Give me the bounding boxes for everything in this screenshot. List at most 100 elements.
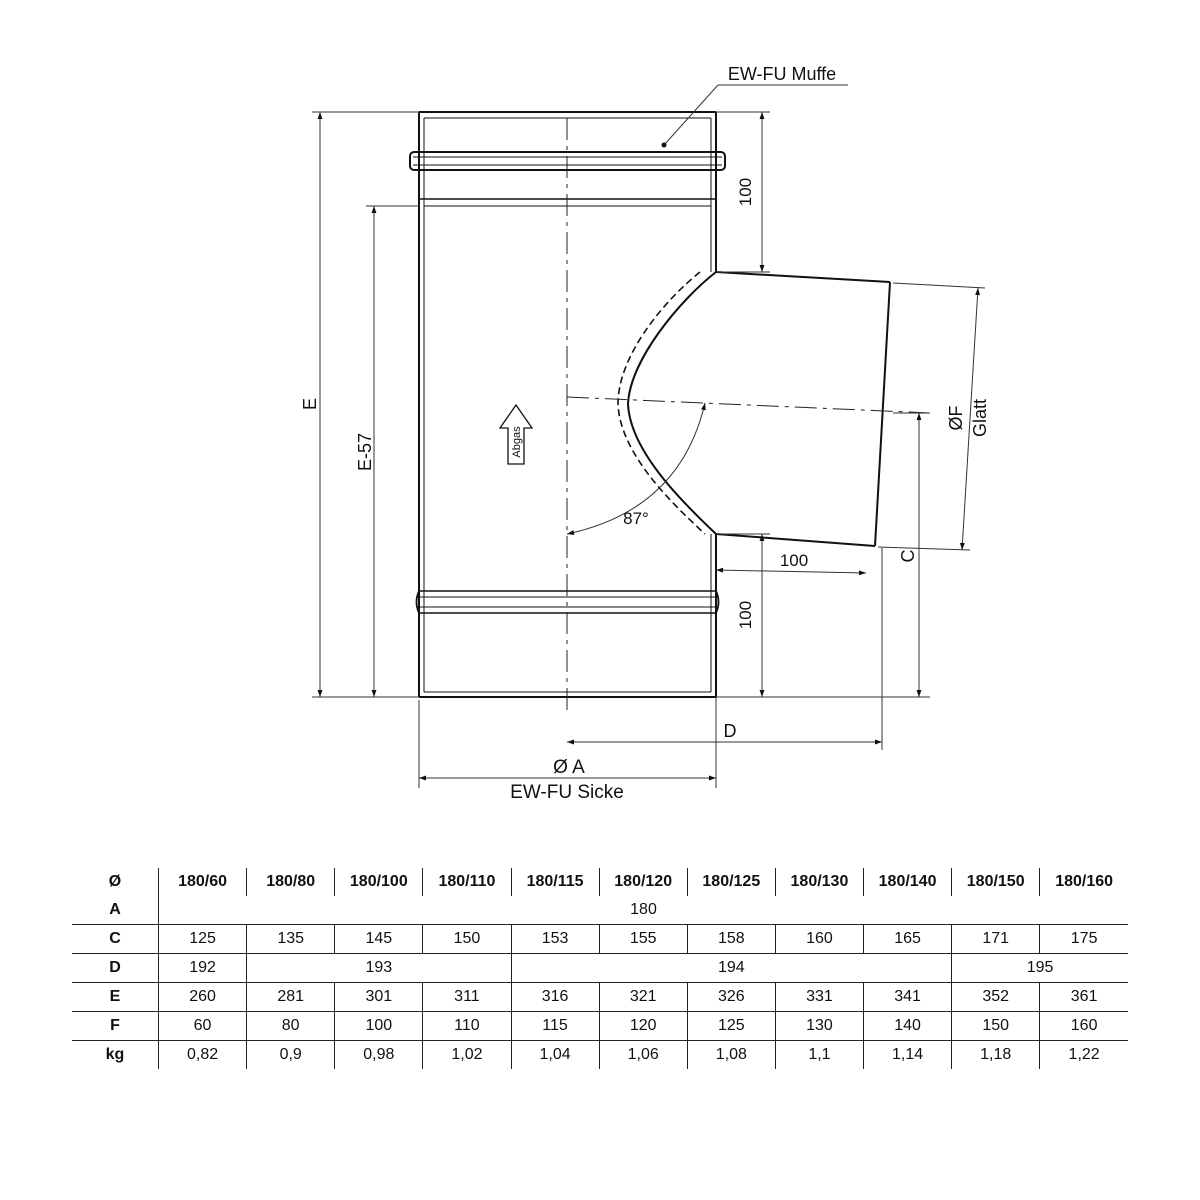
branch-axis-centerline (566, 396, 931, 414)
dimension-100-horizontal (715, 567, 867, 576)
table-cell: 1,22 (1039, 1040, 1128, 1069)
dimension-e (312, 111, 419, 698)
table-cell: 125 (157, 924, 247, 954)
dim-a-label: Ø A (553, 757, 585, 778)
table-header-cell: 180/80 (246, 868, 335, 896)
flow-label: Abgas (511, 426, 523, 458)
dim-d-label: D (724, 721, 737, 741)
table-header-cell: 180/115 (510, 868, 600, 896)
table-cell: 100 (334, 1011, 423, 1041)
table-cell: 331 (774, 982, 864, 1012)
table-cell: 316 (510, 982, 600, 1012)
table-cell: 80 (246, 1011, 335, 1041)
row-label: D (72, 953, 159, 983)
table-header-cell: 180/100 (334, 868, 423, 896)
table-cell: 153 (510, 924, 600, 954)
dim-100-horizontal-label: 100 (780, 551, 808, 570)
table-cell: 0,98 (334, 1040, 423, 1069)
dimension-100-bottom (716, 533, 770, 697)
table-header-cell: 180/160 (1039, 868, 1128, 896)
table-cell: 125 (686, 1011, 776, 1041)
row-label: E (72, 982, 159, 1012)
table-cell: 0,9 (246, 1040, 335, 1069)
table-cell: 145 (334, 924, 423, 954)
table-cell: 110 (422, 1011, 511, 1041)
table-cell: 150 (951, 1011, 1040, 1041)
table-cell: 165 (862, 924, 952, 954)
dim-100-top-label: 100 (736, 178, 755, 206)
table-cell: 301 (334, 982, 423, 1012)
table-cell: 194 (510, 953, 952, 983)
table-cell: 260 (157, 982, 247, 1012)
dimension-c (716, 412, 930, 698)
table-cell: 193 (246, 953, 511, 983)
table-cell: 352 (951, 982, 1040, 1012)
table-cell: 321 (598, 982, 688, 1012)
tee-technical-drawing: Abgas 87° EW-FU Muffe E E-57 100 100 100 (300, 64, 990, 803)
row-label: F (72, 1011, 159, 1041)
table-cell: 160 (1039, 1011, 1128, 1041)
table-cell: 1,04 (510, 1040, 600, 1069)
table-cell: 326 (686, 982, 776, 1012)
table-cell: 150 (422, 924, 511, 954)
table-cell: 135 (246, 924, 335, 954)
table-header-diameter: Ø (108, 873, 122, 890)
dimension-a (418, 700, 717, 788)
table-cell: 311 (422, 982, 511, 1012)
glatt-label: Glatt (970, 399, 990, 437)
table-cell: 120 (598, 1011, 688, 1041)
table-cell: 195 (951, 953, 1128, 983)
sicke-bead (415, 590, 720, 614)
table-cell: 158 (686, 924, 776, 954)
dim-c-label: C (898, 550, 918, 563)
angle-arc (566, 402, 706, 535)
table-header-cell: 180/150 (951, 868, 1040, 896)
muffe-leader (661, 84, 848, 148)
table-cell: 0,82 (157, 1040, 247, 1069)
table-cell: 1,14 (862, 1040, 952, 1069)
dimension-e57 (366, 205, 419, 697)
table-cell: 361 (1039, 982, 1128, 1012)
dim-e-label: E (300, 398, 320, 410)
row-label: A (72, 896, 159, 925)
table-cell: 60 (157, 1011, 247, 1041)
sicke-label: EW-FU Sicke (510, 782, 624, 803)
table-cell: 115 (510, 1011, 600, 1041)
table-cell: 180 (158, 896, 1128, 925)
table-header-cell: 180/130 (774, 868, 864, 896)
table-cell: 171 (951, 924, 1040, 954)
table-header-cell: 180/110 (422, 868, 511, 896)
muffe-label: EW-FU Muffe (728, 64, 836, 84)
dimension-100-top (716, 111, 770, 273)
table-cell: 192 (157, 953, 247, 983)
table-cell: 1,08 (686, 1040, 776, 1069)
table-cell: 130 (774, 1011, 864, 1041)
dim-100-bottom-label: 100 (736, 601, 755, 629)
table-cell: 155 (598, 924, 688, 954)
flow-arrow-icon: Abgas (498, 403, 534, 465)
table-cell: 1,06 (598, 1040, 688, 1069)
table-cell: 175 (1039, 924, 1128, 954)
row-label: C (72, 924, 159, 954)
table-cell: 1,1 (774, 1040, 864, 1069)
angle-label: 87° (623, 509, 649, 528)
dimension-d (567, 548, 883, 750)
table-cell: 160 (774, 924, 864, 954)
table-cell: 140 (862, 1011, 952, 1041)
table-header-cell: 180/120 (598, 868, 688, 896)
dimension-f (877, 282, 986, 551)
row-label: kg (105, 1046, 125, 1063)
dim-e57-label: E-57 (355, 433, 375, 471)
table-cell: 281 (246, 982, 335, 1012)
dim-f-label: ØF (946, 405, 966, 430)
table-cell: 341 (862, 982, 952, 1012)
table-header-cell: 180/125 (686, 868, 776, 896)
